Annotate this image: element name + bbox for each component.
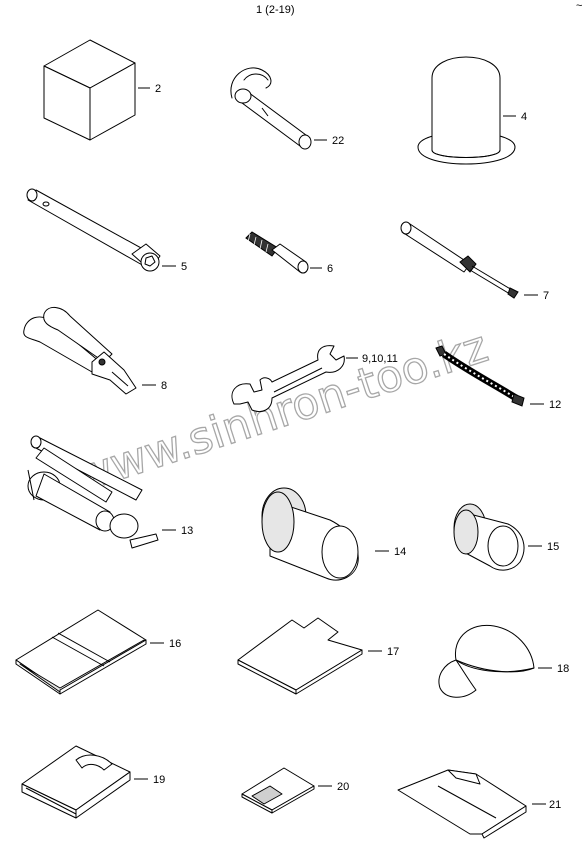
part-label-5: 5 [181, 261, 187, 273]
manual-book-icon [15, 609, 147, 695]
part-label-17: 17 [387, 646, 399, 658]
screwdriver-icon [400, 221, 519, 299]
part-label-21: 21 [549, 799, 561, 811]
page-title: 1 (2-19) [256, 4, 295, 16]
part-label-19: 19 [153, 774, 165, 786]
part-label-16: 16 [169, 638, 181, 650]
part-label-8: 8 [161, 380, 167, 392]
small-card-icon [241, 767, 315, 814]
corner-mark: ~ [576, 0, 582, 12]
part-label-4: 4 [521, 111, 527, 123]
part-label-22: 22 [332, 135, 344, 147]
envelope-icon [397, 769, 527, 839]
part-label-15: 15 [547, 541, 559, 553]
part-label-9-10-11: 9,10,11 [362, 353, 398, 365]
part-label-13: 13 [181, 525, 193, 537]
hook-pin-icon [230, 67, 312, 150]
part-label-14: 14 [394, 546, 406, 558]
dome-cap-icon [417, 56, 516, 165]
notched-sheet-icon [237, 617, 363, 695]
threaded-pin-icon [245, 231, 309, 274]
part-label-2: 2 [155, 83, 161, 95]
part-label-18: 18 [557, 663, 569, 675]
flex-hose-icon [435, 345, 525, 407]
open-end-wrench-icon [231, 345, 345, 412]
part-label-6: 6 [327, 263, 333, 275]
tool-pouch-icon [21, 745, 131, 819]
pliers-icon [23, 307, 137, 395]
part-label-7: 7 [543, 290, 549, 302]
watermark-text: www.sinhron-too.kz [70, 321, 494, 502]
box-wrench-rod-icon [26, 188, 161, 272]
cap-icon [438, 624, 535, 698]
part-label-20: 20 [337, 781, 349, 793]
large-cup-icon [261, 487, 359, 581]
small-cup-icon [453, 503, 525, 571]
puller-tool-icon [27, 435, 159, 549]
cube-icon [43, 39, 136, 141]
part-label-12: 12 [549, 399, 561, 411]
